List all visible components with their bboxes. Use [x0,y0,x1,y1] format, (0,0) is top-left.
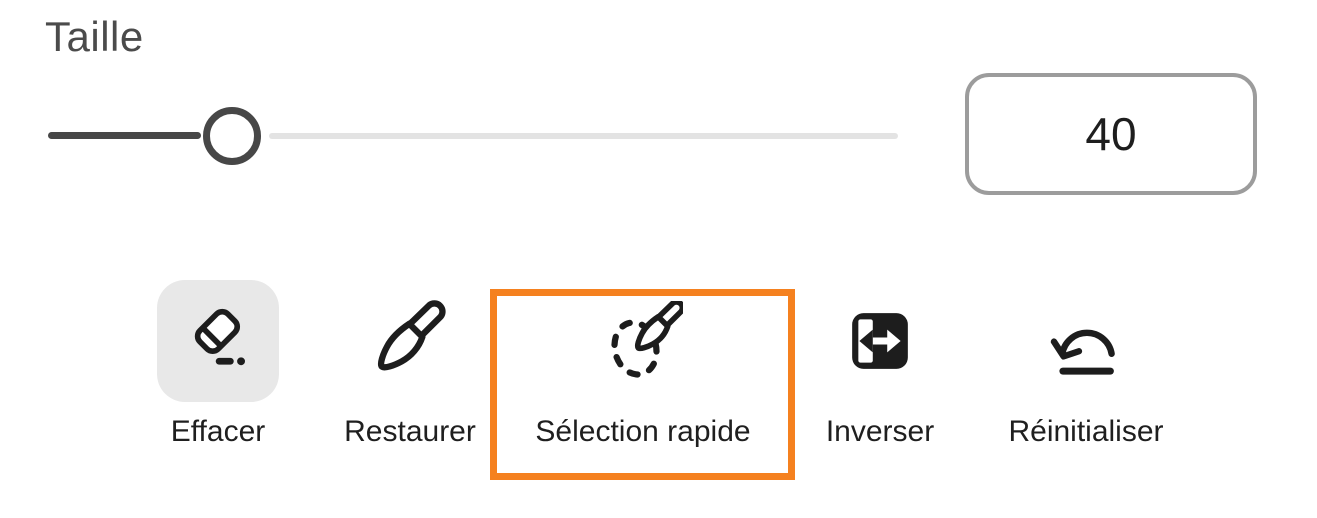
size-slider-filled-track[interactable] [48,132,201,139]
size-value: 40 [1085,108,1137,160]
tool-label-effacer: Effacer [170,415,266,448]
brush-icon [366,297,454,385]
tool-label-restaurer: Restaurer [344,415,476,448]
tool-button-inverser[interactable]: Inverser [760,280,1000,449]
size-slider-track[interactable] [269,133,898,139]
size-value-input[interactable]: 40 [965,73,1257,195]
tool-button-effacer[interactable]: Effacer [98,280,338,449]
size-slider-handle[interactable] [203,107,261,165]
eraser-tile [157,280,279,402]
tool-label-selection-rapide: Sélection rapide [535,415,751,448]
tool-button-selection-rapide[interactable]: Sélection rapide [523,280,763,449]
tool-button-restaurer[interactable]: Restaurer [290,280,530,449]
invert-selection-icon [847,308,913,374]
eraser-icon [182,305,254,377]
size-label: Taille [45,13,144,60]
quick-selection-icon [603,301,683,381]
tool-label-inverser: Inverser [825,415,935,448]
tool-label-reinitialiser: Réinitialiser [1008,415,1164,448]
reset-icon [1045,300,1127,382]
tool-button-reinitialiser[interactable]: Réinitialiser [966,280,1206,449]
